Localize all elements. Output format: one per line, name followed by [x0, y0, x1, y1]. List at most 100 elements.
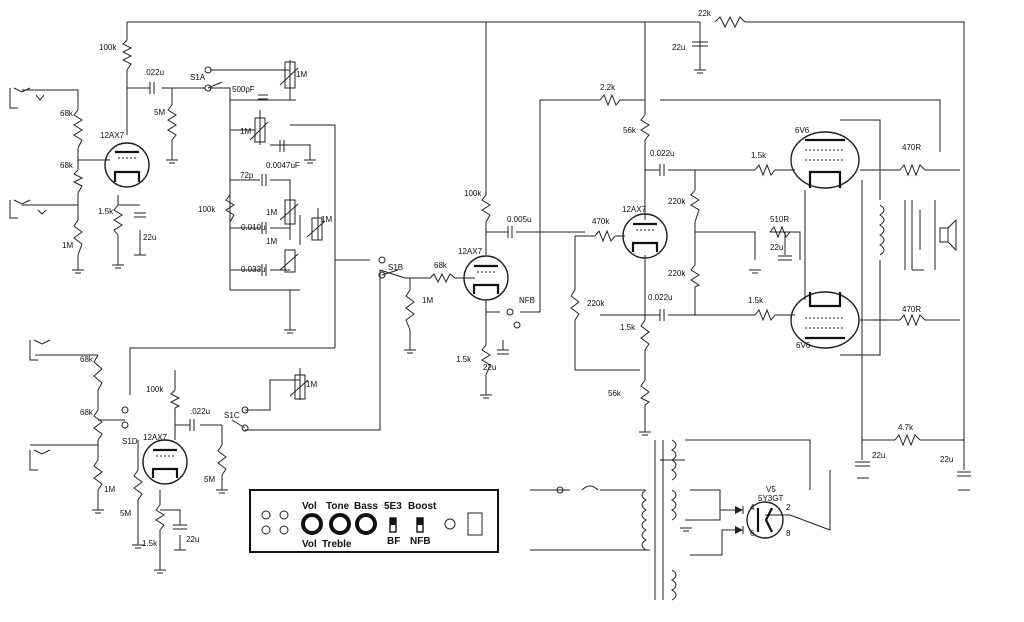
- input-jack-4: [29, 450, 38, 471]
- label-pot-1m-f: 1M: [306, 380, 317, 389]
- tube-6v6-a: [790, 131, 860, 189]
- pot-1m-f: [294, 374, 306, 400]
- label-22u-a: 22u: [143, 233, 156, 242]
- label-12ax7-d: 12AX7: [143, 433, 168, 442]
- potentiometers: [249, 61, 326, 400]
- label-68k-e: 68k: [80, 408, 94, 417]
- tube-12ax7-input-a: [104, 142, 150, 188]
- knob-bass: [355, 513, 377, 535]
- label-500pf: 500pF: [232, 85, 255, 94]
- label-pot-1m-e: 1M: [266, 237, 277, 246]
- label-68k-c: 68k: [434, 261, 448, 270]
- label-2-2k: 2.2k: [600, 83, 616, 92]
- pilot-light: [444, 518, 456, 530]
- resistor-1m-c: [93, 459, 103, 491]
- label-100k-a: 100k: [99, 43, 117, 52]
- label-6v6-b: 6V6: [796, 341, 811, 350]
- label-6v6-a: 6V6: [795, 126, 810, 135]
- label-68k-a: 68k: [60, 109, 74, 118]
- label-1m-b: 1M: [422, 296, 433, 305]
- label-100k-c: 100k: [464, 189, 482, 198]
- transformers: [556, 204, 885, 601]
- resistor-1-5k-a: [113, 204, 123, 236]
- tube-5y3gt-rectifier: [735, 501, 784, 539]
- resistor-68k-b: [72, 169, 84, 194]
- label-22u-top: 22u: [672, 43, 685, 52]
- tube-6v6-b: [790, 291, 860, 349]
- label-005u: 0.005u: [507, 215, 531, 224]
- panel-label-5e3: 5E3: [384, 501, 402, 512]
- resistor-1-5k-c: [640, 319, 650, 351]
- resistor-220k-b: [690, 264, 701, 288]
- resistor-5m-a: [167, 104, 177, 141]
- label-nfb: NFB: [519, 296, 535, 305]
- label-0022u-a: 0.022u: [650, 149, 674, 158]
- resistor-220k-c: [570, 289, 580, 321]
- label-68k-d: 68k: [80, 355, 94, 364]
- label-22k: 22k: [698, 9, 712, 18]
- label-010u: 0.010u: [241, 223, 265, 232]
- resistor-1-5k-b: [481, 344, 491, 376]
- speaker: [939, 218, 957, 252]
- label-1-5k-f: 1.5k: [142, 539, 158, 548]
- label-22u-e: 22u: [940, 455, 953, 464]
- label-5m-c: 5M: [120, 509, 131, 518]
- pot-1m-b: [254, 117, 266, 143]
- label-100k-b: 100k: [198, 205, 216, 214]
- label-5m-b: 5M: [204, 475, 215, 484]
- label-0047: 0.0047uF: [266, 161, 300, 170]
- label-510r: 510R: [770, 215, 789, 224]
- resistor-100k-d: [169, 389, 181, 409]
- label-033u: 0.033u: [241, 265, 265, 274]
- resistor-5m-c: [133, 469, 143, 501]
- label-1m-c: 1M: [104, 485, 115, 494]
- pot-1m-c: [284, 199, 296, 225]
- grounds: [72, 69, 970, 574]
- resistor-100k-a: [121, 39, 133, 71]
- label-pot-1m-a: 1M: [296, 70, 307, 79]
- panel-label-nfb: NFB: [410, 536, 431, 547]
- label-022u-b: .022u: [190, 407, 210, 416]
- input-jacks: [9, 87, 51, 471]
- label-72p: 72p: [240, 171, 254, 180]
- resistor-470k: [594, 229, 616, 243]
- input-jack-3: [29, 340, 38, 361]
- resistor-100k-b: [225, 194, 235, 223]
- label-pin-2: 2: [786, 503, 791, 512]
- resistor-68k-d: [93, 354, 103, 391]
- tube-12ax7-b: [463, 255, 509, 301]
- label-s1d: S1D: [122, 437, 138, 446]
- pot-1m-e: [284, 249, 296, 273]
- label-pin-8: 8: [786, 529, 791, 538]
- label-56k-b: 56k: [608, 389, 622, 398]
- panel-jack-2: [261, 525, 271, 535]
- knob-tone: [329, 513, 351, 535]
- panel-label-boost: Boost: [408, 501, 437, 512]
- label-4-7k: 4.7k: [898, 423, 914, 432]
- panel-label-vol-top: Vol: [302, 501, 317, 512]
- label-0022u-b: 0.022u: [648, 293, 672, 302]
- resistor-68k-c: [429, 272, 456, 284]
- resistor-1-5k-f: [155, 504, 165, 531]
- label-22u-d: 22u: [872, 451, 885, 460]
- label-68k-b: 68k: [60, 161, 74, 170]
- label-pot-1m-c: 1M: [266, 208, 277, 217]
- label-12ax7-c: 12AX7: [622, 205, 647, 214]
- label-v5: V5: [766, 485, 776, 494]
- label-pot-1m-d: 1M: [321, 215, 332, 224]
- resistor-68k-a: [73, 109, 83, 149]
- input-jack-1: [9, 88, 18, 109]
- label-1m-a: 1M: [62, 241, 73, 250]
- resistor-1-5k-d: [754, 163, 776, 177]
- panel-jack-3: [279, 510, 289, 520]
- label-22u-c: 22u: [770, 243, 783, 252]
- pot-1m-d: [311, 217, 323, 241]
- resistor-2-2k: [599, 93, 621, 107]
- resistors: [72, 15, 926, 531]
- label-pot-1m-b: 1M: [240, 127, 251, 136]
- pot-1m-a: [284, 61, 296, 89]
- panel-jack-4: [279, 525, 289, 535]
- capacitors: [134, 41, 971, 530]
- label-s1a: S1A: [190, 73, 206, 82]
- resistor-1-5k-e: [754, 308, 776, 322]
